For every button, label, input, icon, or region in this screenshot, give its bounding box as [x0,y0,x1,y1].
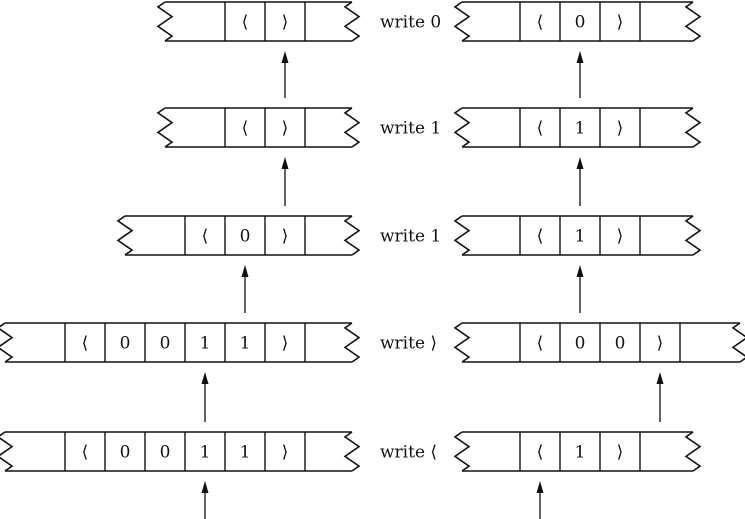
tape-cell-symbol: 0 [120,334,131,354]
tape-cell-symbol: ⟨ [202,227,209,247]
tape-torn-right-edge [343,322,361,363]
transition-row: ⟨ 0 0 1 1 ⟩ write ⟩ ⟨ 0 0 ⟩ [0,322,745,422]
write-action-label: write 1 [380,119,441,139]
head-arrow-icon [576,157,584,169]
tape-torn-left-edge [453,431,471,472]
tape-cell-symbol: 1 [575,227,586,247]
head-arrow-icon [576,51,584,63]
tape-cell-symbol: ⟨ [537,227,544,247]
tape-cell-symbol: ⟩ [617,13,624,33]
tape-torn-left-edge [156,1,174,42]
tape-cell-symbol: ⟩ [282,443,289,463]
tape-cell-symbol: ⟩ [617,119,624,139]
tape-torn-right-edge [731,322,745,363]
tape-torn-right-edge [684,107,702,148]
tape-cell-symbol: ⟨ [242,119,249,139]
transition-row: ⟨ 0 ⟩ write 1 ⟨ 1 ⟩ [116,215,702,313]
tape-cell-symbol: ⟨ [82,443,89,463]
head-arrow-icon [536,481,544,493]
tape-torn-right-edge [343,107,361,148]
tape-torn-right-edge [343,215,361,256]
tape-cell-symbol: ⟨ [537,119,544,139]
tape-cell-symbol: 1 [575,443,586,463]
tape-cell-symbol: ⟨ [82,334,89,354]
head-arrow-icon [576,265,584,277]
tape-torn-right-edge [343,431,361,472]
tape-after: ⟨ 1 ⟩ [453,215,702,313]
tape-cell-symbol: 1 [575,119,586,139]
transition-row: ⟨⟩write 1⟨1⟩ [156,107,702,206]
tape-torn-left-edge [453,1,471,42]
tape-after: ⟨ 0 0 ⟩ [453,322,745,422]
transition-row: ⟨ 0 0 1 1 ⟩ write ⟨ ⟨ 1 ⟩ [0,431,702,519]
write-action-label: write ⟩ [380,334,437,354]
tape-torn-left-edge [453,322,471,363]
transition-row: ⟨⟩write 0⟨0⟩ [156,1,702,98]
tape-cell-symbol: 1 [200,443,211,463]
tape-cell-symbol: ⟩ [282,227,289,247]
tape-torn-left-edge [0,322,14,363]
tape-torn-left-edge [453,107,471,148]
head-arrow-icon [656,372,664,384]
head-arrow-icon [281,157,289,169]
tape-cell-symbol: 0 [575,13,586,33]
write-action-label: write 1 [380,227,441,247]
tape-cell-symbol: 0 [120,443,131,463]
tape-torn-left-edge [0,431,14,472]
tape-cell-symbol: 0 [160,443,171,463]
tape-before: ⟨⟩ [156,1,361,98]
write-action-label: write 0 [380,13,441,33]
tape-before: ⟨ 0 0 1 1 ⟩ [0,431,361,519]
tape-cell-symbol: ⟩ [282,119,289,139]
tape-torn-right-edge [343,1,361,42]
tape-cell-symbol: 1 [240,334,251,354]
tape-cell-symbol: ⟨ [242,13,249,33]
tape-cell-symbol: ⟩ [282,334,289,354]
head-arrow-icon [281,51,289,63]
tape-torn-right-edge [684,1,702,42]
tape-cell-symbol: ⟩ [282,13,289,33]
write-action-label: write ⟨ [380,443,437,463]
tape-torn-left-edge [156,107,174,148]
head-arrow-icon [201,372,209,384]
tape-after: ⟨ 1 ⟩ [453,431,702,519]
tape-cell-symbol: 0 [160,334,171,354]
tape-cell-symbol: 0 [615,334,626,354]
tape-cell-symbol: 0 [240,227,251,247]
tape-cell-symbol: ⟩ [617,227,624,247]
head-arrow-icon [201,481,209,493]
tape-torn-left-edge [453,215,471,256]
tape-cell-symbol: 1 [200,334,211,354]
tape-torn-right-edge [684,215,702,256]
tape-cell-symbol: ⟨ [537,13,544,33]
tape-cell-symbol: 1 [240,443,251,463]
tape-before: ⟨ 0 ⟩ [116,215,361,313]
tape-cell-symbol: 0 [575,334,586,354]
tape-after: ⟨ 1 ⟩ [453,107,702,206]
tape-before: ⟨ 0 0 1 1 ⟩ [0,322,361,422]
tape-cell-symbol: ⟩ [657,334,664,354]
tape-cell-symbol: ⟩ [617,443,624,463]
tape-cell-symbol: ⟨ [537,334,544,354]
tape-torn-right-edge [684,431,702,472]
tape-cell-symbol: ⟨ [537,443,544,463]
tape-before: ⟨⟩ [156,107,361,206]
head-arrow-icon [241,265,249,277]
tape-torn-left-edge [116,215,134,256]
tape-after: ⟨ 0 ⟩ [453,1,702,98]
